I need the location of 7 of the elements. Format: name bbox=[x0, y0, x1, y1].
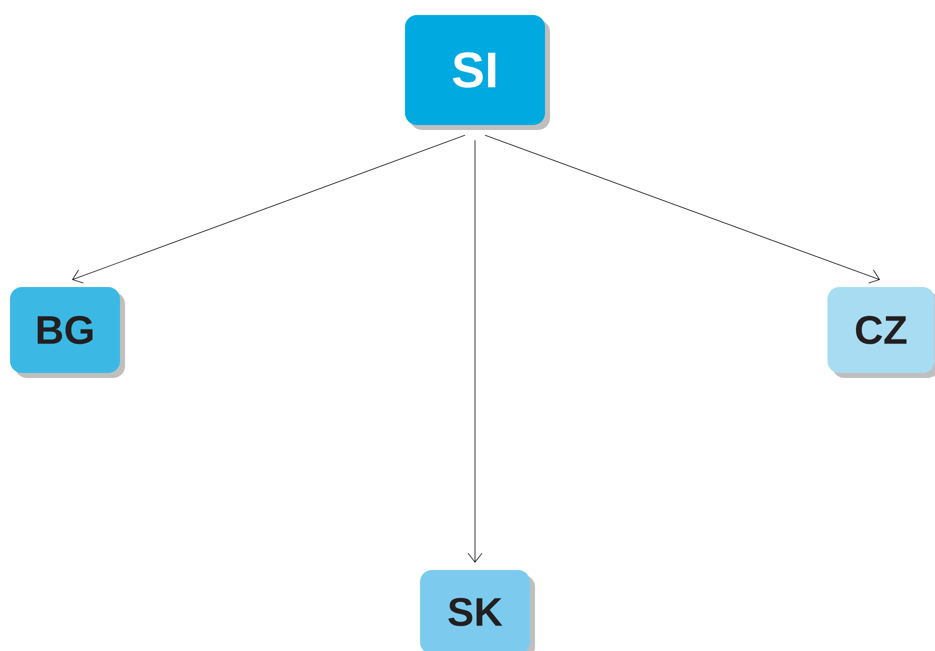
process-box: SI bbox=[405, 15, 550, 130]
process-box: BG bbox=[10, 287, 125, 378]
arrow bbox=[72, 134, 466, 284]
process-box: SK bbox=[420, 570, 535, 651]
process-box: CZ bbox=[828, 287, 935, 378]
arrow bbox=[468, 140, 482, 563]
arrow bbox=[484, 134, 880, 284]
